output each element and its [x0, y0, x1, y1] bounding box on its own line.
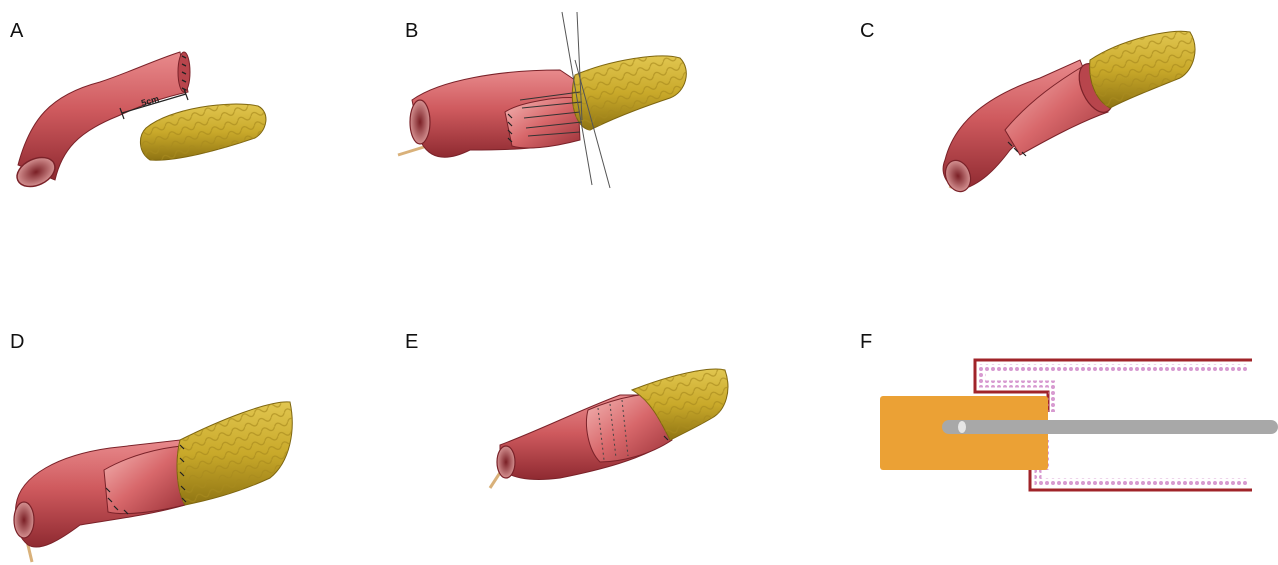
stent-opening	[958, 421, 966, 433]
panel-e: E	[405, 331, 728, 488]
pancreatic-remnant	[1090, 31, 1195, 108]
jejunal-loop	[14, 440, 185, 547]
pancreatic-remnant	[177, 402, 292, 505]
jejunal-loop	[410, 70, 580, 157]
panel-a-label: A	[10, 20, 24, 42]
panel-c-label: C	[860, 20, 874, 42]
panel-f-label: F	[860, 331, 872, 353]
panel-d: D	[10, 331, 292, 562]
panel-c: C	[860, 20, 1195, 195]
panel-b: B	[398, 12, 686, 188]
panel-d-label: D	[10, 331, 24, 353]
pancreatic-remnant	[572, 56, 686, 130]
panel-f: F	[860, 331, 1278, 490]
panel-e-label: E	[405, 331, 418, 353]
jejunal-loop	[497, 394, 672, 480]
pancreatic-remnant	[140, 104, 266, 160]
mucosa-lower	[1038, 470, 1248, 482]
panel-b-label: B	[405, 20, 418, 42]
panel-a: A 5cm	[10, 20, 266, 192]
pancreatic-duct-stent	[942, 420, 1278, 434]
